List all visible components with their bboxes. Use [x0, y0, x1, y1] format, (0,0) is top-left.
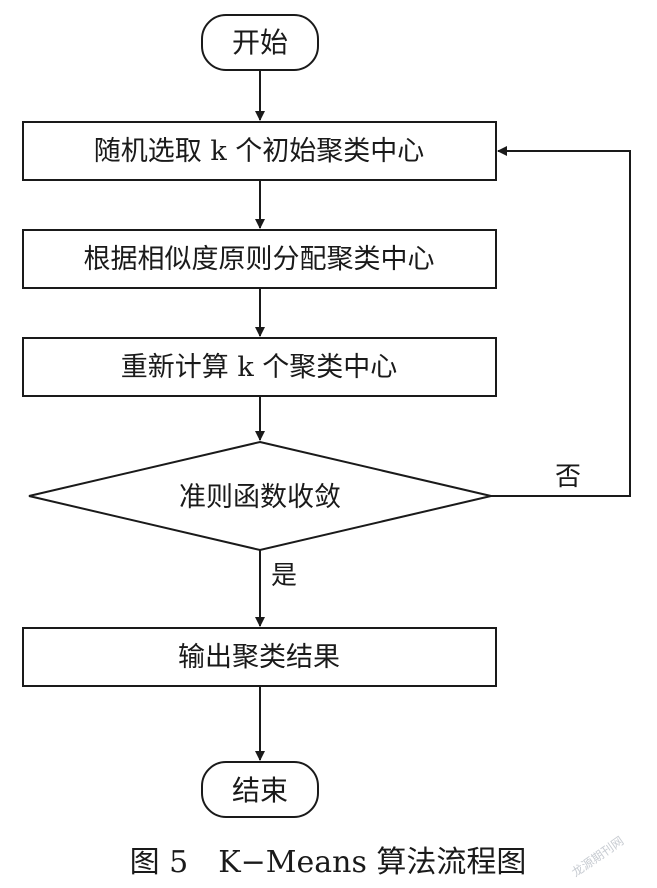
process-recompute-centers	[22, 337, 497, 397]
process-output-result	[22, 627, 497, 687]
process-select-initial-centers-label: 随机选取 k 个初始聚类中心	[94, 136, 425, 167]
watermark: 龙源期刊网	[569, 834, 626, 880]
process-output-result-label: 输出聚类结果	[178, 642, 340, 673]
process-assign-centers-label: 根据相似度原则分配聚类中心	[84, 244, 435, 275]
figure-caption: 图 5 K−Means 算法流程图	[130, 845, 527, 880]
decision-converged-label: 准则函数收敛	[179, 482, 341, 513]
yes-branch-label: 是	[271, 561, 297, 591]
end-label: 结束	[232, 774, 288, 807]
no-branch-label: 否	[555, 462, 581, 492]
end-terminal	[201, 761, 319, 818]
process-recompute-centers-label: 重新计算 k 个聚类中心	[121, 352, 398, 383]
process-select-initial-centers	[22, 121, 497, 181]
arrow-no-loop-back	[491, 146, 631, 497]
start-label: 开始	[232, 26, 288, 59]
